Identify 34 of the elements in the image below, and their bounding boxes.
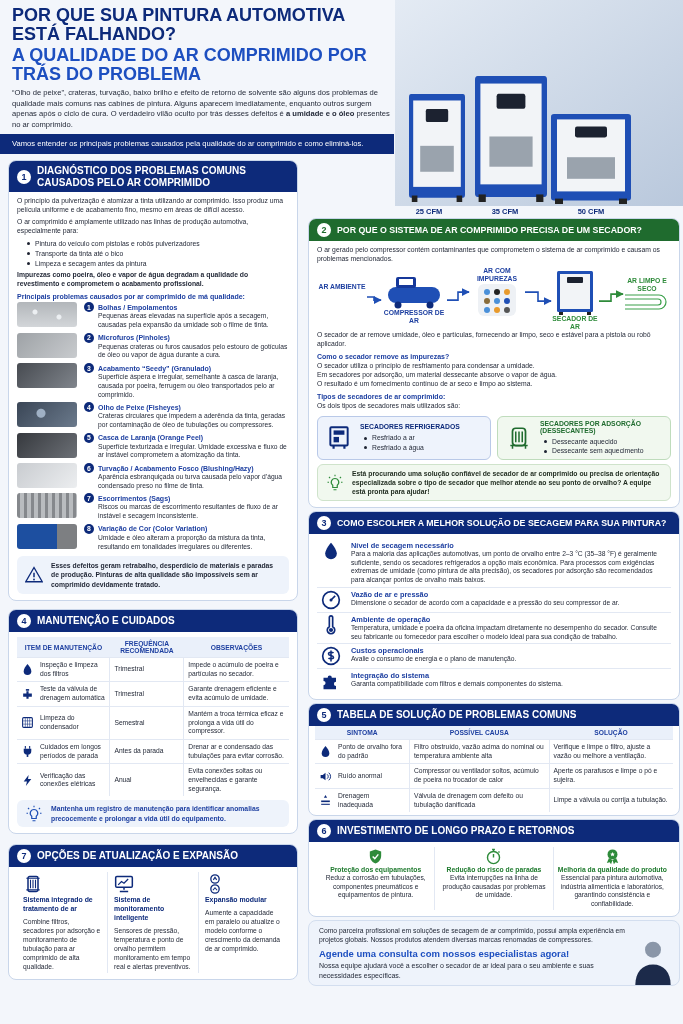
section-number: 6 — [317, 824, 331, 838]
flow-arrow — [366, 296, 382, 305]
section-number: 1 — [17, 169, 31, 184]
section-panel — [8, 160, 298, 601]
section-panel — [308, 819, 680, 917]
section-number: 5 — [317, 708, 331, 722]
section-panel — [308, 511, 680, 701]
subtitle: A QUALIDADE DO AR COMPRIMIDO POR TRÁS DO PROBLEMA — [12, 46, 368, 85]
section-panel — [308, 703, 680, 817]
section-heading: OPÇÕES DE ATUALIZAÇÃO E EXPANSÃO — [37, 850, 238, 862]
contact-card — [308, 920, 680, 987]
call-to-action-heading: Agende uma consulta com nossos especialistas agora! — [319, 948, 571, 960]
section-heading: POR QUE O SISTEMA DE AR COMPRIMIDO PRECISA DE UM SECADOR? — [337, 224, 642, 236]
tip-box — [17, 800, 289, 827]
section-number: 2 — [317, 223, 331, 237]
section-number: 3 — [317, 516, 331, 530]
section-panel — [8, 844, 298, 981]
section-number: 7 — [17, 849, 31, 863]
tip-box — [317, 463, 671, 502]
section-heading: TABELA DE SOLUÇÃO DE PROBLEMAS COMUNS — [337, 709, 577, 721]
section-number: 4 — [17, 614, 31, 628]
flow-arrow — [524, 291, 552, 306]
section-panel — [308, 218, 680, 509]
section-heading: DIAGNÓSTICO DOS PROBLEMAS COMUNS CAUSADOS PELO AR COMPRIMIDO — [37, 165, 247, 188]
section-heading: INVESTIMENTO DE LONGO PRAZO E RETORNOS — [337, 825, 575, 837]
title: POR QUE SUA PINTURA AUTOMOTIVA ESTÁ FALHANDO? — [12, 6, 346, 45]
dryer-type-card — [497, 415, 671, 460]
warning-box — [17, 556, 289, 594]
section-heading: COMO ESCOLHER A MELHOR SOLUÇÃO DE SECAGEM PARA SUA PINTURA? — [337, 517, 667, 529]
flow-arrow — [598, 290, 624, 302]
section-heading: MANUTENÇÃO E CUIDADOS — [37, 615, 175, 627]
flow-arrow — [446, 288, 470, 301]
section-panel — [8, 609, 298, 834]
dryer-type-card — [317, 415, 491, 460]
